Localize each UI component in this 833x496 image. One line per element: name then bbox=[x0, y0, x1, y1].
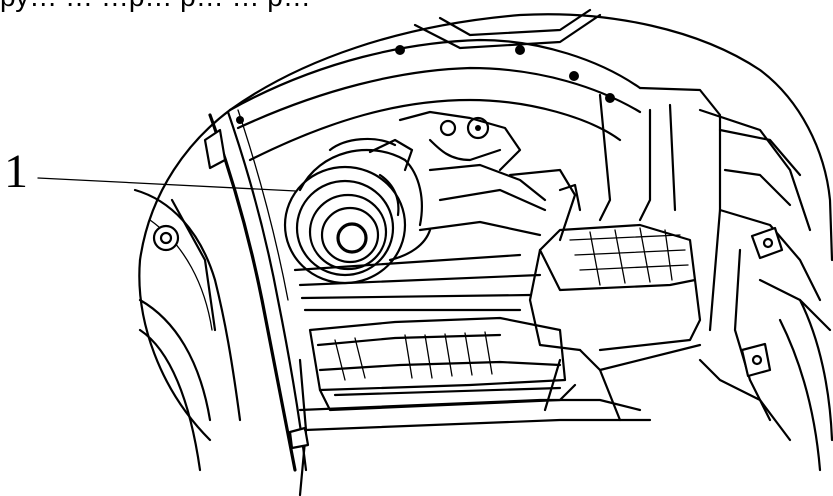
headlight-assembly bbox=[283, 137, 432, 285]
left-frame-pillar bbox=[208, 113, 297, 472]
hood-top-panel bbox=[413, 13, 602, 50]
rivet bbox=[605, 93, 615, 103]
left-footrest bbox=[308, 316, 577, 412]
cross-member bbox=[293, 253, 522, 272]
inner-bracket bbox=[398, 110, 522, 172]
right-bolt-lower bbox=[740, 342, 772, 378]
floor-panel bbox=[298, 398, 642, 412]
right-wheel-arc bbox=[778, 318, 822, 472]
callout-number-1: 1 bbox=[4, 145, 28, 198]
rivet bbox=[569, 71, 579, 81]
rivet bbox=[395, 45, 405, 55]
right-console bbox=[528, 223, 702, 422]
view-outline-bottom-left bbox=[138, 258, 212, 442]
hood-band-upper bbox=[228, 38, 642, 112]
callout-leader-line bbox=[37, 177, 297, 192]
cropped-heading-text: ру… … …р… р… … р… bbox=[0, 0, 620, 12]
rivet bbox=[236, 116, 244, 124]
rivet bbox=[515, 45, 525, 55]
left-wheel-arc bbox=[138, 328, 202, 472]
right-fender bbox=[638, 86, 722, 332]
view-outline bbox=[138, 13, 833, 262]
left-fender bbox=[133, 188, 242, 422]
right-bolt-upper bbox=[750, 226, 784, 260]
left-bolt bbox=[152, 224, 180, 252]
